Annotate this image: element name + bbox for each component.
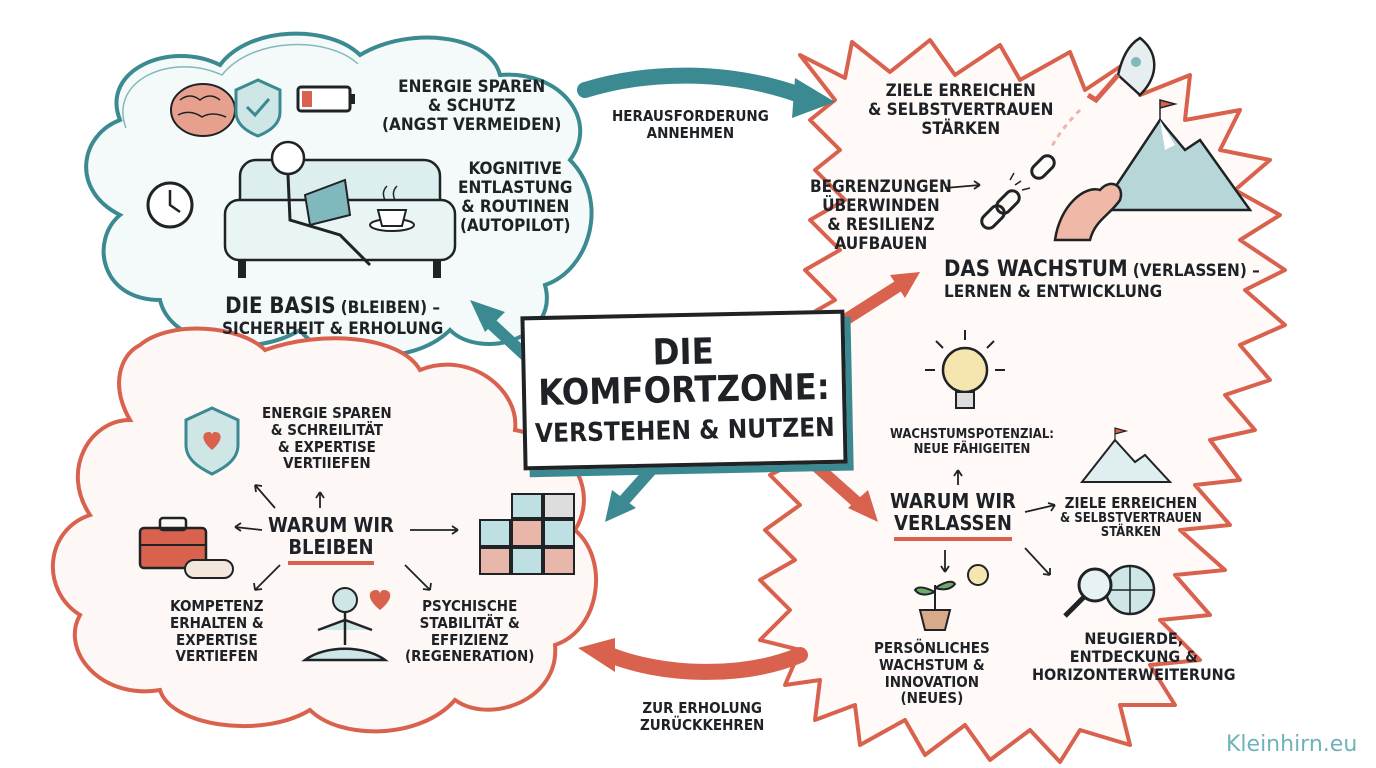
- mountain-flag-icon: [1097, 99, 1253, 212]
- arrow-top: [577, 67, 808, 103]
- wachstum-grenzen-text: BEGRENZUNGEN ÜBERWINDEN & RESILIENZ AUFB…: [810, 177, 952, 255]
- verlassen-ziele-line2: & SELBSTVERTRAUEN: [1060, 510, 1202, 526]
- bleiben-psychisch-line3: EFFIZIENZ: [430, 630, 509, 649]
- brain-icon: [170, 83, 236, 137]
- verlassen-heading: WARUM WIR VERLASSEN: [890, 489, 1016, 542]
- arrow-center-verlassen: [809, 459, 866, 511]
- basis-kognitiv-line1: KOGNITIVE: [468, 159, 563, 179]
- bleiben-psychisch-line1: PSYCHISCHE: [422, 597, 518, 615]
- wachstum-ziele-line2: & SELBSTVERTRAUEN: [868, 100, 1054, 121]
- basis-energie-line3: (ANGST VERMEIDEN): [382, 115, 562, 136]
- broken-chain-icon: [980, 154, 1056, 230]
- wachstum-grenzen-line1: BEGRENZUNGEN: [810, 177, 952, 197]
- title-line1: DIE: [652, 331, 715, 374]
- basis-heading-sub: SICHERHEIT & ERHOLUNG: [222, 318, 444, 339]
- bleiben-energie-line3: & EXPERTISE: [277, 437, 376, 456]
- sprout-lightbulb-icon: [913, 564, 989, 631]
- basis-kognitiv-line4: (AUTOPILOT): [459, 216, 571, 237]
- lightbulb-icon: [925, 330, 1005, 409]
- bleiben-psychisch-line2: STABILITÄT &: [419, 613, 520, 632]
- toolbox-icon: [138, 516, 234, 579]
- wachstum-grenzen-line2: ÜBERWINDEN: [822, 196, 940, 217]
- site-logo: Kleinhirn.eu: [1226, 732, 1358, 757]
- wachstum-ziele-line3: STÄRKEN: [921, 119, 1001, 140]
- verlassen-persoenlich-line1: PERSÖNLICHES: [874, 639, 990, 657]
- bleiben-heading: WARUM WIR BLEIBEN: [268, 513, 394, 566]
- bleiben-connectors: [234, 484, 459, 591]
- verlassen-neugierde-line2: ENTDECKUNG &: [1069, 646, 1198, 666]
- arrow-bottom: [602, 647, 808, 680]
- bleiben-kompetenz-line2: ERHALTEN &: [170, 613, 264, 632]
- wachstum-heading: DAS WACHSTUM (VERLASSEN) – LERNEN & ENTW…: [944, 257, 1260, 302]
- basis-heading: DIE BASIS (BLEIBEN) – SICHERHEIT & ERHOL…: [222, 294, 444, 339]
- verlassen-ziele-text: ZIELE ERREICHEN & SELBSTVERTRAUEN STÄRKE…: [1060, 495, 1202, 541]
- verlassen-ziele-line1: ZIELE ERREICHEN: [1064, 494, 1198, 512]
- basis-heading-main: DIE BASIS: [225, 294, 336, 319]
- bleiben-psychisch-line4: (REGENERATION): [405, 647, 535, 666]
- meditation-heart-icon: [301, 587, 391, 662]
- rocket-icon: [1048, 36, 1156, 151]
- wachstum-ziele-line1: ZIELE ERREICHEN: [885, 81, 1036, 101]
- verlassen-neugierde-line1: NEUGIERDE,: [1084, 629, 1184, 648]
- clock-icon: [146, 181, 194, 229]
- bleiben-kompetenz-text: KOMPETENZ ERHALTEN & EXPERTISE VERTIEFEN: [170, 598, 264, 665]
- arrow-center-wachstum: [839, 279, 906, 326]
- verlassen-heading-line1: WARUM WIR: [890, 489, 1016, 513]
- heart-shield-icon: [184, 406, 240, 476]
- bleiben-energie-line1: ENERGIE SPAREN: [262, 404, 392, 422]
- arrow-top-label: HERAUSFORDERUNG ANNEHMEN: [612, 108, 769, 142]
- bleiben-energie-line2: & SCHREILITÄT: [270, 420, 383, 439]
- flexed-arm-icon: [1053, 182, 1123, 242]
- bleiben-heading-line1: WARUM WIR: [268, 513, 394, 537]
- verlassen-potenzial-line2: NEUE FÄHIGEITEN: [913, 441, 1031, 457]
- wachstum-heading-paren: (VERLASSEN) –: [1132, 261, 1260, 281]
- title-line2: KOMFORTZONE:: [537, 366, 831, 415]
- arrow-bottom-label-line1: ZUR ERHOLUNG: [642, 699, 762, 717]
- bleiben-heading-line2: BLEIBEN: [288, 535, 374, 566]
- shield-check-icon: [234, 78, 282, 138]
- verlassen-ziele-line3: STÄRKEN: [1100, 525, 1162, 541]
- basis-kognitiv-line2: ENTLASTUNG: [458, 178, 573, 199]
- magnifier-globe-icon: [1063, 564, 1156, 618]
- battery-low-icon: [296, 85, 355, 113]
- bleiben-kompetenz-line4: VERTIEFEN: [175, 647, 259, 666]
- basis-kognitiv-text: KOGNITIVE ENTLASTUNG & ROUTINEN (AUTOPIL…: [458, 159, 573, 237]
- verlassen-persoenlich-line2: WACHSTUM &: [879, 655, 985, 674]
- wachstum-ziele-text: ZIELE ERREICHEN & SELBSTVERTRAUEN STÄRKE…: [868, 81, 1054, 140]
- arrow-top-label-line2: ANNEHMEN: [646, 123, 735, 142]
- arrow-top-label-line1: HERAUSFORDERUNG: [612, 107, 769, 125]
- verlassen-connectors: [940, 180, 1056, 576]
- bleiben-kompetenz-line3: EXPERTISE: [176, 630, 258, 649]
- bleiben-psychisch-text: PSYCHISCHE STABILITÄT & EFFIZIENZ (REGEN…: [405, 598, 534, 665]
- title-line3: VERSTEHEN & NUTZEN: [534, 412, 836, 449]
- verlassen-persoenlich-line4: (NEUES): [900, 689, 964, 708]
- wachstum-heading-main: DAS WACHSTUM: [944, 257, 1128, 282]
- verlassen-persoenlich-text: PERSÖNLICHES WACHSTUM & INNOVATION (NEUE…: [874, 640, 990, 707]
- basis-kognitiv-line3: & ROUTINEN: [461, 197, 570, 218]
- verlassen-potenzial-line1: WACHSTUMSPOTENZIAL:: [890, 427, 1054, 442]
- basis-energie-line1: ENERGIE SPAREN: [398, 77, 546, 97]
- basis-heading-paren: (BLEIBEN) –: [340, 298, 441, 318]
- wachstum-heading-sub: LERNEN & ENTWICKLUNG: [944, 281, 1163, 302]
- title-box: DIE KOMFORTZONE: VERSTEHEN & NUTZEN: [520, 309, 848, 471]
- boxes-icon: [479, 493, 575, 575]
- arrow-bottom-label: ZUR ERHOLUNG ZURÜCKKEHREN: [640, 700, 764, 734]
- mountain-flag-small-icon: [1079, 427, 1173, 483]
- sofa-reader-icon: [223, 140, 457, 278]
- arrow-bottom-label-line2: ZURÜCKKEHREN: [640, 715, 765, 734]
- bleiben-energie-text: ENERGIE SPAREN & SCHREILITÄT & EXPERTISE…: [262, 405, 392, 472]
- wachstum-grenzen-line3: & RESILIENZ: [827, 215, 935, 236]
- verlassen-heading-line2: VERLASSEN: [894, 511, 1012, 542]
- bleiben-kompetenz-line1: KOMPETENZ: [170, 597, 264, 615]
- basis-energie-text: ENERGIE SPAREN & SCHUTZ (ANGST VERMEIDEN…: [382, 77, 562, 136]
- wachstum-grenzen-line4: AUFBAUEN: [834, 234, 928, 255]
- verlassen-neugierde-line3: HORIZONTERWEITERUNG: [1032, 664, 1236, 684]
- basis-energie-line2: & SCHUTZ: [427, 96, 516, 117]
- verlassen-persoenlich-line3: INNOVATION: [884, 672, 980, 691]
- bleiben-energie-line4: VERTIIEFEN: [283, 454, 371, 473]
- verlassen-neugierde-text: NEUGIERDE, ENTDECKUNG & HORIZONTERWEITER…: [1032, 630, 1236, 684]
- verlassen-potenzial-text: WACHSTUMSPOTENZIAL: NEUE FÄHIGEITEN: [890, 427, 1054, 457]
